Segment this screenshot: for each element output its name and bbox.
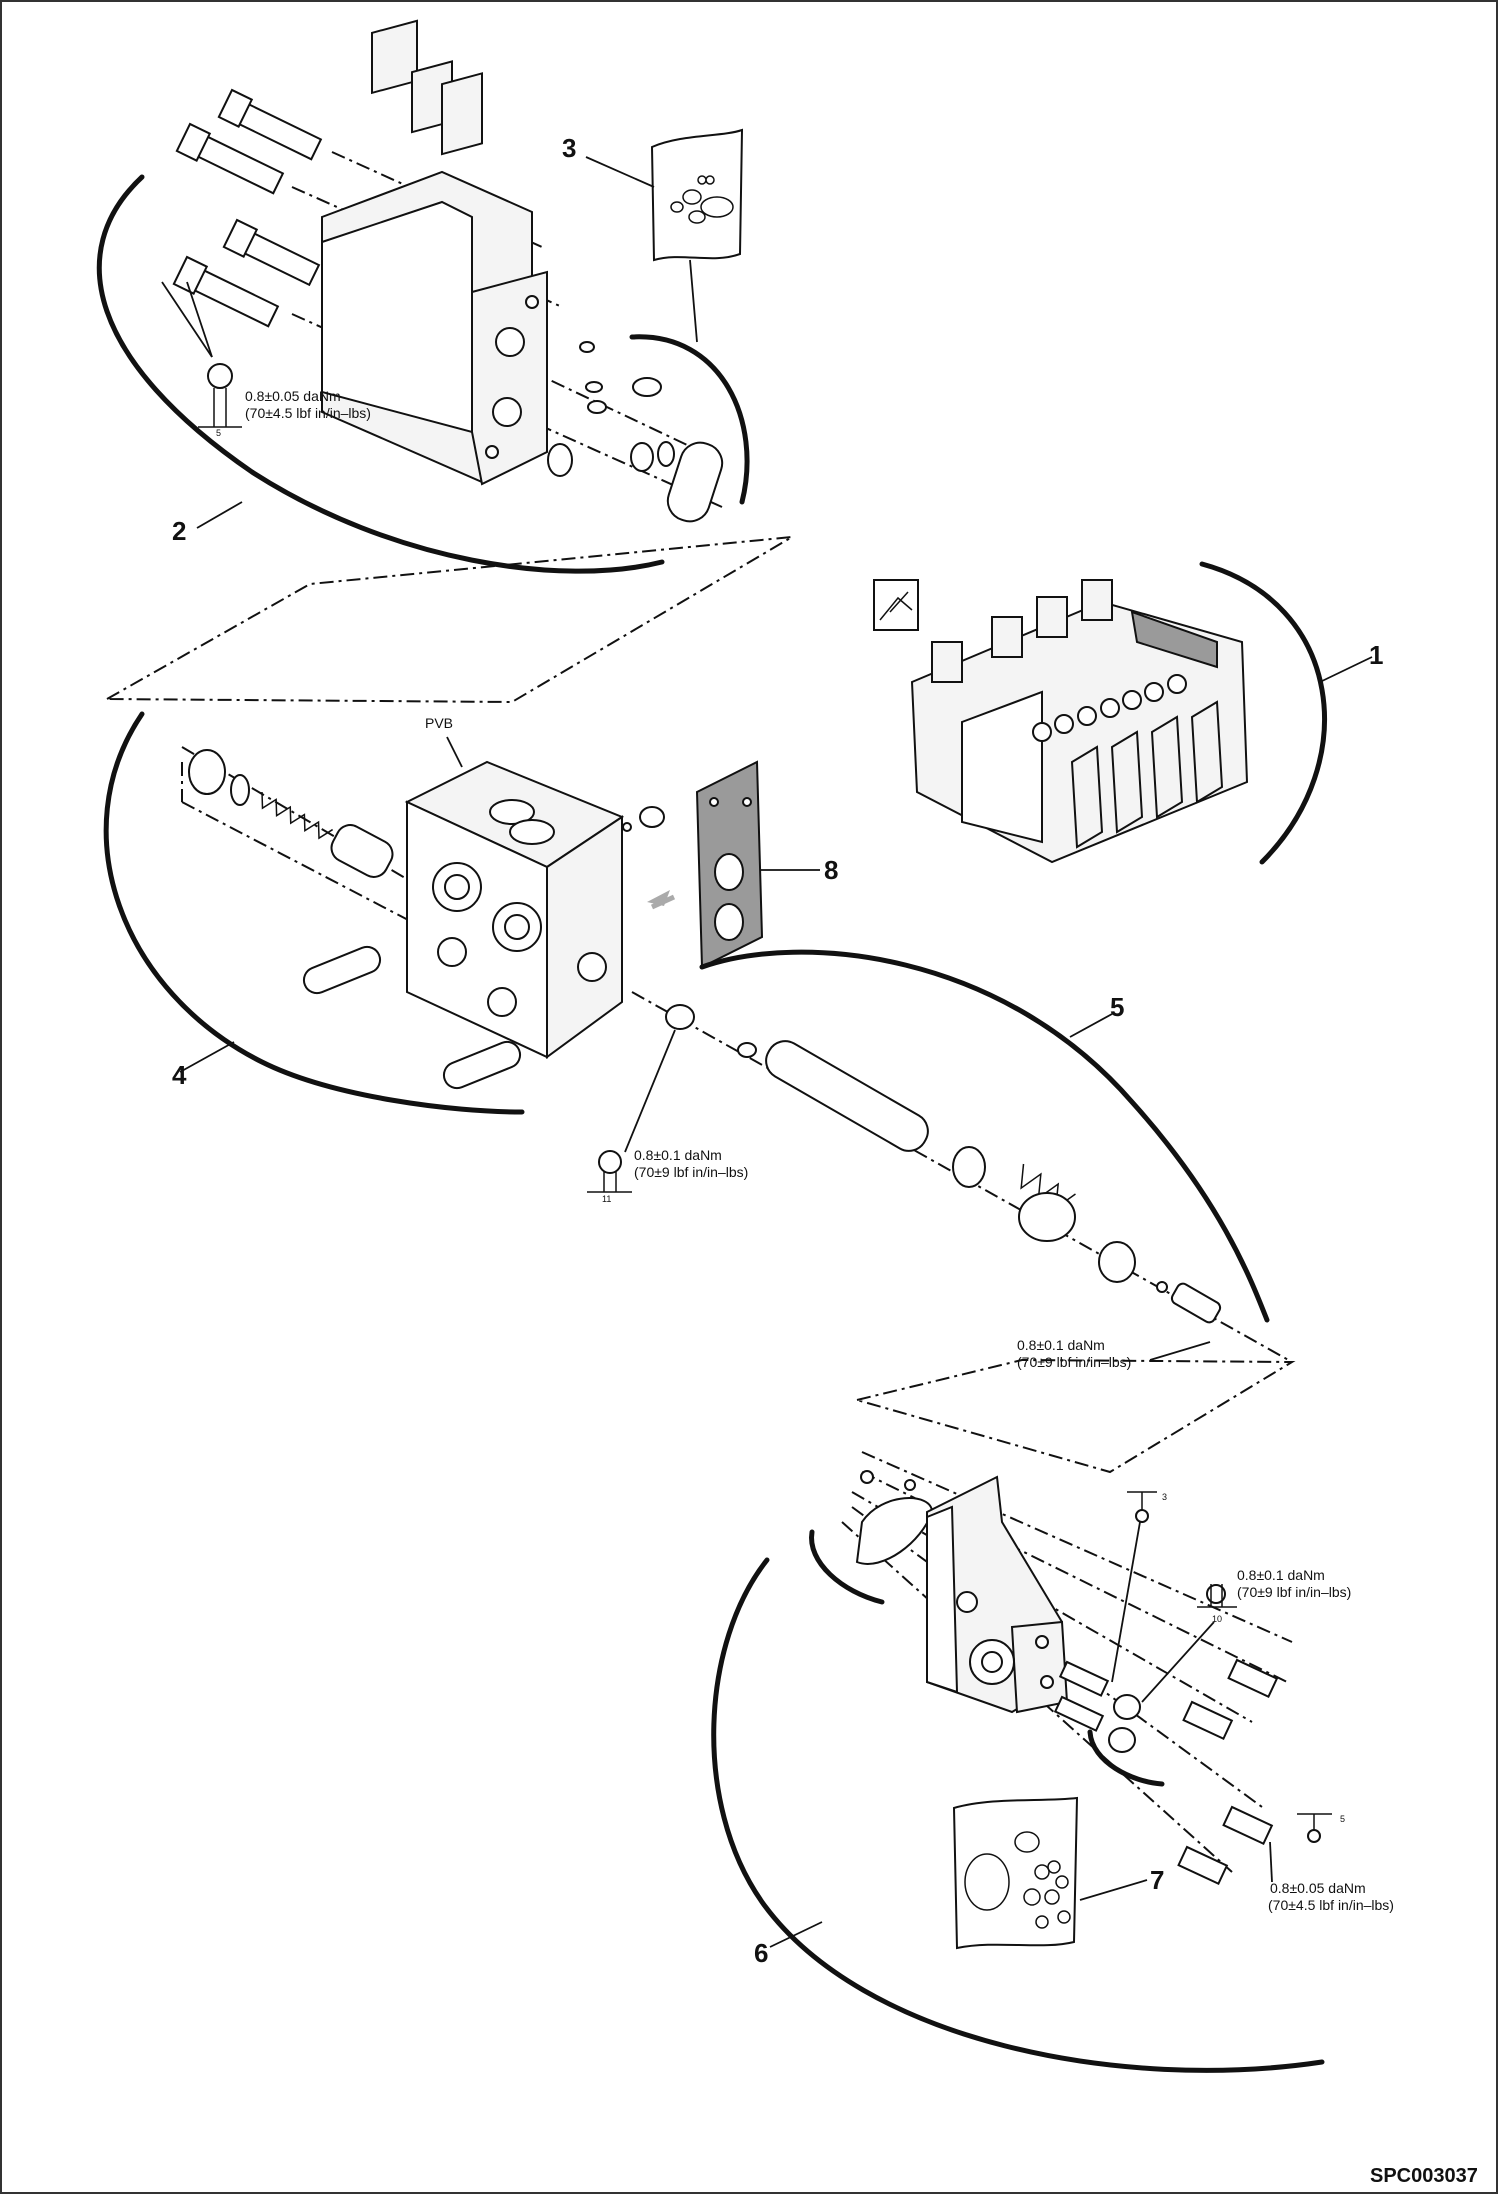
screw-icon	[1227, 1658, 1279, 1699]
torque-spec-line2: (70±4.5 lbf in/in–lbs)	[1268, 1897, 1394, 1913]
torque-wrench-icon	[198, 363, 242, 428]
o-ring-icon	[585, 381, 603, 393]
item-7-seal-kit: 7	[952, 1796, 1164, 1950]
torque-spec-line2: (70±4.5 lbf in/in–lbs)	[245, 405, 371, 421]
bolt-icon	[172, 255, 280, 328]
torque-spec-line2: (70±9 lbf in/in–lbs)	[1017, 1354, 1131, 1370]
end-cap-icon	[1170, 1282, 1222, 1324]
torque-size-label: 5	[1340, 1814, 1345, 1824]
drawing-reference: SPC003037	[1370, 2165, 1478, 2187]
o-ring-icon	[737, 1042, 757, 1058]
torque-spec-line2: (70±9 lbf in/in–lbs)	[634, 1164, 748, 1180]
torque-size-label: 10	[1212, 1614, 1222, 1624]
group-6-lever-bracket: 3 10 0.8±0.1 daNm (70±9 lbf in/in–lbs) 5…	[711, 1451, 1394, 2073]
callout-3: 3	[562, 133, 576, 163]
o-ring-icon	[587, 400, 607, 414]
o-ring-icon	[579, 341, 595, 353]
bolt-icon	[217, 88, 323, 161]
group-5-spool-assembly: 11 0.8±0.1 daNm (70±9 lbf in/in–lbs) 0.8…	[587, 949, 1293, 1370]
pin-icon	[302, 945, 382, 995]
bolt-icon	[175, 122, 285, 195]
snap-ring-icon	[639, 806, 665, 828]
callout-7: 7	[1150, 1865, 1164, 1895]
seal-icon	[632, 377, 662, 397]
torque-spec-line1: 0.8±0.05 daNm	[1270, 1880, 1366, 1896]
callout-5: 5	[1110, 992, 1124, 1022]
gasket-icon	[666, 441, 724, 523]
bolt-icon	[222, 218, 321, 287]
o-ring-icon	[230, 774, 250, 806]
spring-icon	[261, 791, 334, 840]
nut-icon	[1108, 1727, 1136, 1753]
torque-wrench-icon	[1297, 1813, 1332, 1843]
callout-6: 6	[754, 1938, 768, 1968]
nut-icon	[1113, 1694, 1141, 1720]
bracket-body	[926, 1475, 1069, 1714]
torque-spec-line1: 0.8±0.1 daNm	[1237, 1567, 1325, 1583]
callout-2: 2	[172, 516, 186, 546]
seal-icon	[630, 442, 654, 472]
torque-spec-line1: 0.8±0.1 daNm	[634, 1147, 722, 1163]
spring-icon	[1018, 1192, 1076, 1242]
callout-8: 8	[824, 855, 838, 885]
section-label-pvb: PVB	[425, 715, 453, 731]
screw-icon	[1182, 1700, 1234, 1741]
torque-wrench-icon	[1127, 1491, 1157, 1523]
group-4-pvb-body: PVB 4	[103, 711, 676, 1115]
screw-icon	[1053, 1695, 1105, 1732]
item-3-seal-kit: 3	[562, 128, 744, 343]
torque-size-label: 3	[1162, 1492, 1167, 1502]
torque-size-label: 11	[602, 1194, 611, 1204]
torque-spec-line1: 0.8±0.1 daNm	[1017, 1337, 1105, 1353]
plug-icon	[665, 1004, 695, 1030]
screw-icon	[1058, 1660, 1110, 1697]
group-2-end-plate: 5 0.8±0.05 daNm (70±4.5 lbf in/in–lbs) 2	[96, 19, 750, 574]
spring-seat-icon	[1098, 1241, 1136, 1283]
pin-icon	[442, 1040, 522, 1090]
gasket-icon	[855, 1497, 934, 1565]
item-8-gasket-plate: 8	[695, 760, 838, 969]
end-plate-body	[321, 19, 548, 486]
torque-wrench-icon	[587, 1150, 632, 1193]
screw-icon	[1222, 1805, 1274, 1846]
section-envelope	[103, 536, 793, 704]
seal-icon	[547, 443, 573, 477]
torque-spec-line2: (70±9 lbf in/in–lbs)	[1237, 1584, 1351, 1600]
torque-spec-line1: 0.8±0.05 daNm	[245, 388, 341, 404]
screw-icon	[1177, 1845, 1229, 1886]
pvb-block	[404, 760, 625, 1059]
section-envelope	[853, 1358, 1296, 1474]
spool-icon	[765, 1040, 929, 1152]
piston-icon	[330, 824, 394, 878]
item-1-valve-assembly: 1	[873, 561, 1383, 865]
spring-seat-icon	[952, 1146, 986, 1188]
callout-1: 1	[1369, 640, 1383, 670]
callout-4: 4	[172, 1060, 187, 1090]
torque-wrench-icon	[1197, 1584, 1237, 1608]
seal-icon	[657, 441, 675, 467]
plug-icon	[188, 749, 226, 795]
torque-size-label: 5	[216, 428, 221, 438]
